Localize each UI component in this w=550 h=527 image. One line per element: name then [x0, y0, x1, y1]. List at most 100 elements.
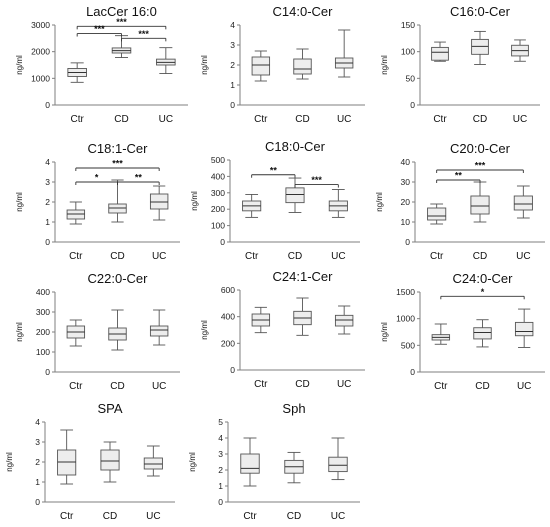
box-plot — [100, 441, 120, 483]
box-plot — [285, 177, 305, 213]
x-category-label: Ctr — [245, 251, 259, 262]
y-tick-label: 2 — [218, 465, 223, 475]
x-category-label: UC — [337, 114, 351, 125]
significance-bracket: *** — [76, 24, 122, 37]
y-tick-label: 4 — [218, 433, 223, 443]
y-tick-label: 1 — [45, 217, 50, 227]
significance-bracket: *** — [294, 175, 339, 188]
y-tick-label: 0 — [220, 237, 225, 247]
significance-bracket: *** — [121, 29, 167, 42]
x-category-label: CD — [295, 114, 309, 125]
y-tick-label: 0 — [218, 497, 223, 507]
box-plot — [251, 306, 271, 334]
chart-title: C22:0-Cer — [88, 271, 149, 286]
y-tick-label: 20 — [401, 197, 411, 207]
box-plot — [284, 451, 304, 484]
x-category-label: CD — [288, 251, 302, 262]
box-plot — [328, 189, 348, 218]
y-tick-label: 400 — [221, 312, 235, 322]
significance-bracket: * — [75, 173, 118, 185]
x-category-label: Ctr — [434, 381, 448, 392]
box-iqr — [431, 46, 449, 61]
y-axis-label: ng/ml — [15, 192, 24, 212]
x-category-label: Ctr — [69, 381, 83, 392]
box-plot — [143, 445, 163, 477]
x-category-label: UC — [159, 114, 173, 125]
x-category-label: UC — [152, 381, 166, 392]
x-category-label: UC — [337, 379, 351, 390]
y-tick-label: 4 — [230, 20, 235, 30]
box-plot — [240, 437, 260, 487]
y-tick-label: 4 — [35, 417, 40, 427]
y-tick-label: 3 — [35, 437, 40, 447]
box-iqr — [149, 325, 169, 337]
box-iqr — [334, 314, 354, 327]
chart-title: C24:0-Cer — [453, 271, 514, 286]
y-tick-label: 30 — [401, 177, 411, 187]
y-axis-label: ng/ml — [190, 191, 199, 211]
y-tick-label: 10 — [401, 217, 411, 227]
x-category-label: UC — [146, 511, 160, 522]
x-category-label: CD — [473, 251, 487, 262]
box-iqr — [251, 56, 271, 76]
chart-title: C18:0-Cer — [265, 139, 326, 154]
x-category-label: UC — [331, 251, 345, 262]
y-axis-label: ng/ml — [5, 452, 14, 472]
box-plot — [431, 41, 449, 62]
box-plot — [66, 319, 86, 347]
box-plot — [108, 309, 127, 351]
box-plot — [66, 201, 86, 225]
box-plot — [149, 185, 169, 221]
box-plot — [293, 48, 312, 80]
significance-bracket: ** — [251, 165, 296, 178]
y-tick-label: 100 — [211, 221, 225, 231]
significance-bracket: ** — [436, 171, 481, 183]
significance-label: *** — [116, 17, 127, 27]
significance-label: ** — [135, 173, 143, 183]
y-tick-label: 200 — [36, 327, 50, 337]
box-plot — [511, 39, 529, 62]
y-tick-label: 200 — [221, 338, 235, 348]
box-iqr — [471, 38, 489, 55]
y-axis-label: ng/ml — [380, 322, 389, 342]
chart-title: C14:0-Cer — [273, 4, 334, 19]
y-tick-label: 400 — [211, 171, 225, 181]
y-tick-label: 0 — [410, 100, 415, 110]
y-tick-label: 0 — [45, 237, 50, 247]
box-plot — [251, 50, 271, 82]
significance-label: *** — [311, 175, 322, 185]
box-iqr — [513, 195, 533, 211]
box-plot — [57, 429, 77, 485]
y-tick-label: 500 — [211, 155, 225, 165]
x-category-label: UC — [513, 114, 527, 125]
x-category-label: Ctr — [60, 511, 74, 522]
y-tick-label: 50 — [406, 73, 416, 83]
box-iqr — [293, 58, 312, 75]
box-iqr — [240, 453, 260, 474]
y-tick-label: 150 — [401, 20, 415, 30]
y-tick-label: 500 — [401, 340, 415, 350]
box-plot — [242, 193, 262, 218]
significance-label: *** — [112, 159, 123, 169]
y-tick-label: 40 — [401, 157, 411, 167]
x-category-label: Ctr — [254, 114, 268, 125]
chart-title: SPA — [97, 401, 122, 416]
significance-label: *** — [475, 161, 486, 171]
y-axis-label: ng/ml — [15, 322, 24, 342]
y-tick-label: 1000 — [31, 73, 50, 83]
y-tick-label: 1 — [35, 477, 40, 487]
box-iqr — [285, 187, 305, 204]
y-tick-label: 3 — [45, 177, 50, 187]
significance-label: ** — [455, 171, 463, 181]
y-tick-label: 3 — [230, 40, 235, 50]
y-axis-label: ng/ml — [375, 192, 384, 212]
y-tick-label: 0 — [45, 367, 50, 377]
box-plot — [108, 179, 127, 223]
